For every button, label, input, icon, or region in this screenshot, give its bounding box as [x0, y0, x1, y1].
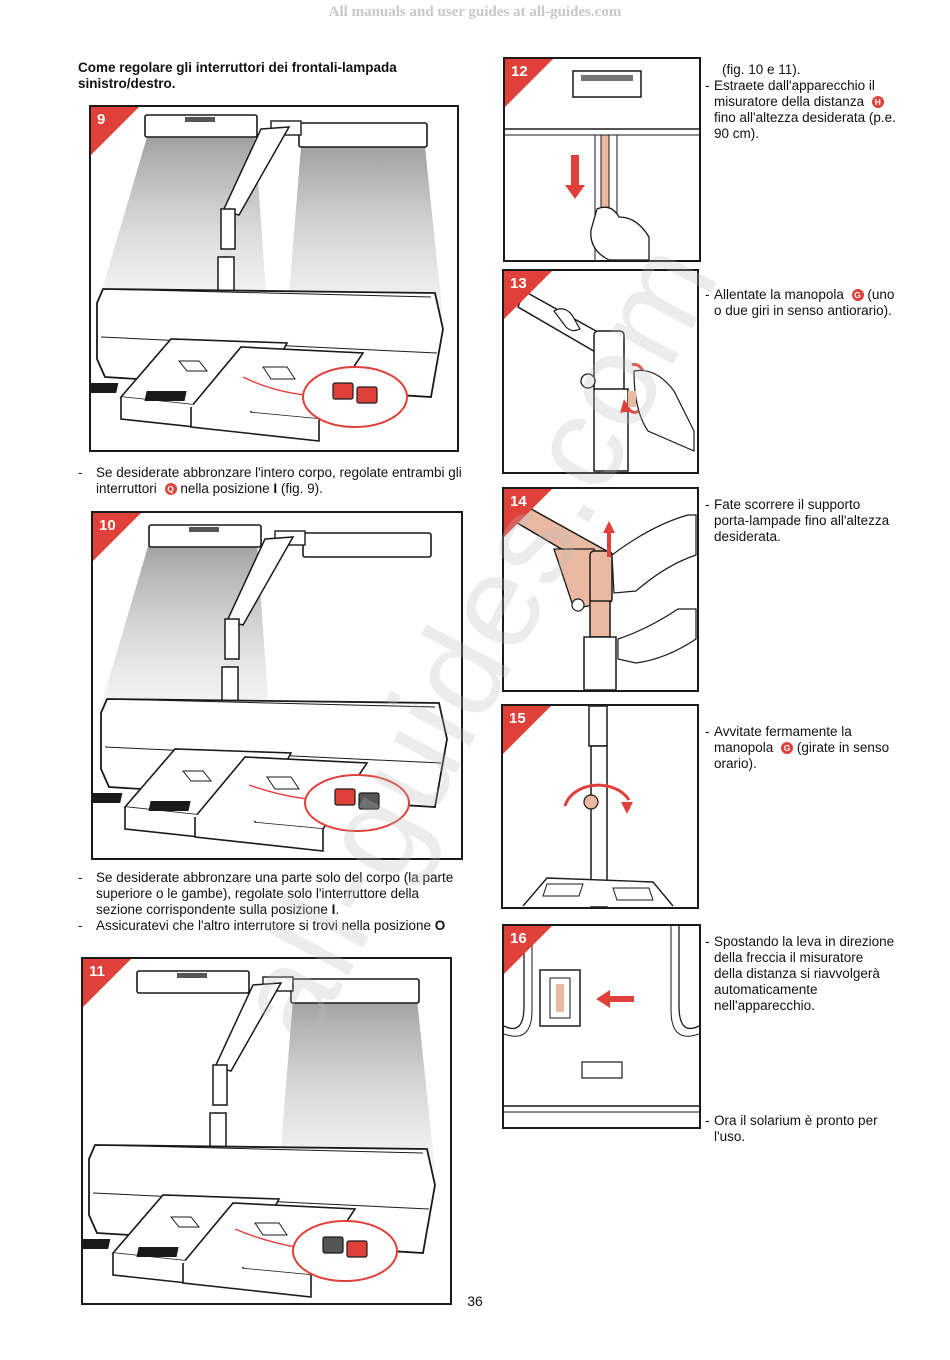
- figure-number: 16: [510, 930, 527, 947]
- paragraph-both-switches: - Se desiderate abbronzare l'intero corp…: [78, 465, 462, 496]
- figure-9: 9: [89, 105, 459, 452]
- page-number: 36: [467, 1293, 483, 1309]
- solarium-illustration: [83, 970, 436, 1298]
- site-header[interactable]: All manuals and user guides at all-guide…: [328, 4, 622, 20]
- figure-number: 15: [509, 710, 526, 727]
- hand-illustration: [611, 514, 697, 594]
- retract-lever-illustration: [504, 926, 699, 1113]
- figure-number: 10: [99, 517, 116, 534]
- figure-number-tab: [503, 706, 551, 754]
- switch-q-badge: Q: [164, 483, 177, 495]
- distance-meter-h-badge: H: [871, 96, 884, 108]
- figure-number: 12: [511, 63, 528, 80]
- figure-number: 11: [89, 963, 105, 980]
- step-13-text: - Allentate la manopola G (uno o due gir…: [705, 287, 895, 318]
- figure-number-tab: [504, 271, 552, 319]
- step-15-text: - Avvitate fermamente la manopola G (gir…: [705, 724, 890, 771]
- figure-number: 9: [97, 111, 106, 128]
- figure-number: 14: [510, 493, 527, 510]
- figure-number-tab: [504, 489, 552, 537]
- figure-number: 13: [510, 275, 527, 292]
- down-arrow-icon: [565, 185, 585, 199]
- paragraph-one-switch: - Se desiderate abbronzare una parte sol…: [78, 870, 454, 917]
- rotate-arrow-icon: [620, 399, 632, 413]
- figure-number-tab: [505, 59, 553, 107]
- switch-off: [322, 1236, 344, 1254]
- switch-on: [334, 788, 356, 806]
- up-arrow-icon: [603, 521, 615, 533]
- knob-g-badge: G: [781, 742, 794, 754]
- step-16-text: - Spostando la leva in direzione della f…: [705, 934, 895, 1013]
- figure-15: 15: [501, 704, 699, 909]
- solarium-illustration: [93, 524, 448, 852]
- step-12-text: (fig. 10 e 11). - Estraete dall'apparecc…: [705, 62, 896, 141]
- figure-number-tab: [83, 959, 131, 1007]
- ready-text: - Ora il solarium è pronto per l'uso.: [705, 1113, 878, 1144]
- switch-on: [332, 382, 354, 400]
- figure-10: 10: [91, 511, 463, 860]
- knob-tighten-illustration: [522, 706, 674, 907]
- figure-number-tab: [93, 513, 141, 561]
- figure-14: 14: [502, 487, 699, 692]
- figure-11: 11: [81, 957, 452, 1305]
- figure-13: 13: [502, 269, 699, 474]
- section-title: Come regolare gli interruttori dei front…: [78, 60, 397, 91]
- hand-illustration: [617, 608, 697, 664]
- figure-number-tab: [504, 926, 552, 974]
- switch-on: [356, 386, 378, 404]
- paragraph-other-switch: - Assicuratevi che l'altro interrutore s…: [78, 918, 446, 933]
- hand-illustration: [633, 369, 695, 452]
- figure-12: 12: [503, 57, 701, 262]
- hand-illustration: [590, 206, 650, 260]
- solarium-illustration: [91, 114, 444, 442]
- step-14-text: - Fate scorrere il supporto porta-lampad…: [705, 497, 890, 544]
- rotate-arrow-icon: [621, 802, 633, 814]
- knob-g-badge: G: [851, 289, 864, 301]
- distance-meter-illustration: [505, 70, 699, 260]
- switch-off: [358, 792, 380, 810]
- hand-illustration: [553, 308, 581, 332]
- switch-on: [346, 1240, 368, 1258]
- left-arrow-icon: [596, 990, 610, 1008]
- figure-number-tab: [91, 107, 139, 155]
- figure-16: 16: [502, 924, 701, 1129]
